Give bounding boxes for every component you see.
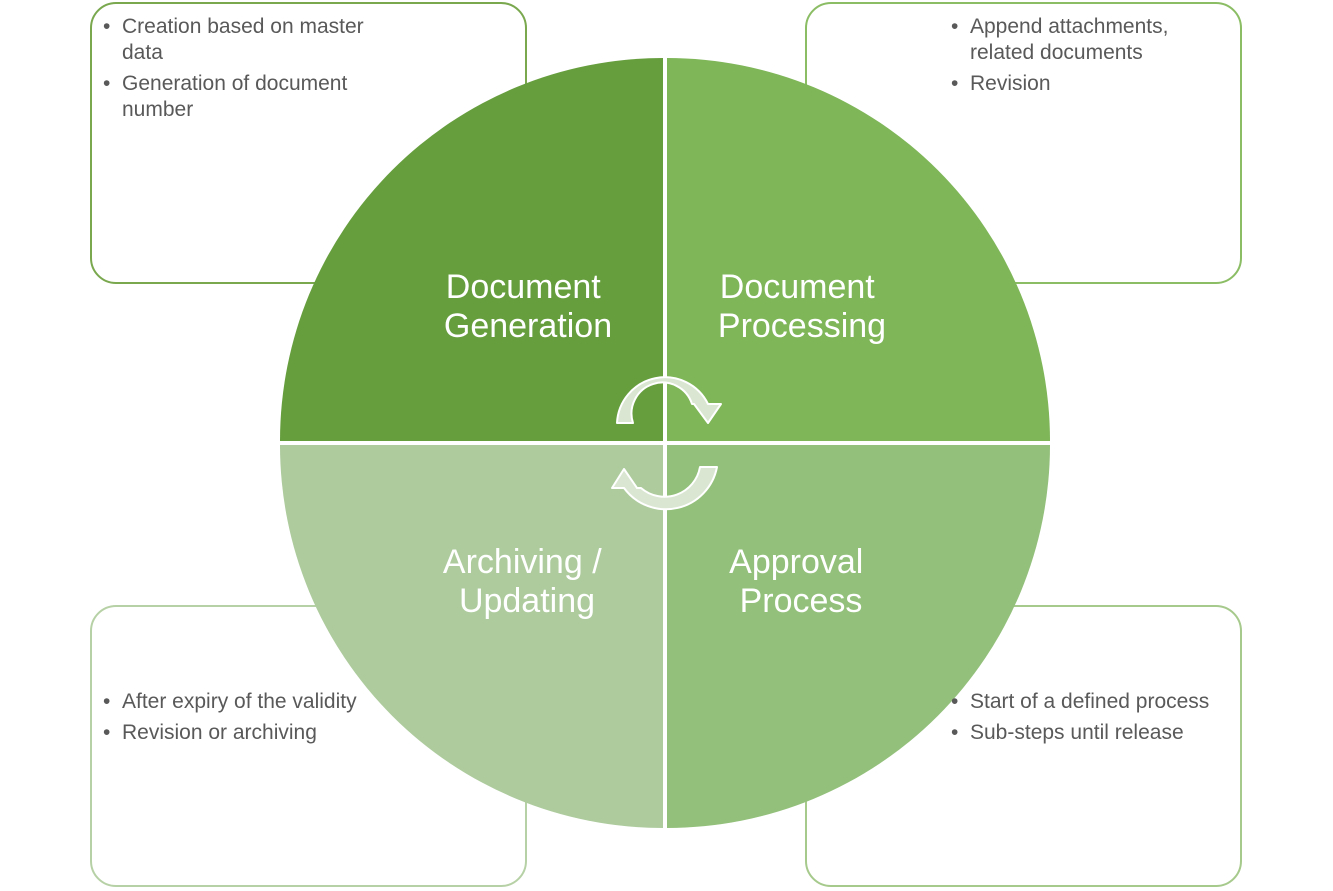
list-item: Generation of document number [103,71,403,123]
list-item: After expiry of the validity [103,689,403,715]
archiving-label-line2: Updating [459,582,595,620]
approval-label: Approval Process [729,543,873,620]
generation-label-line1: Document [446,268,602,306]
generation-label-line2: Generation [444,307,612,345]
archiving-label-line1: Archiving / [443,543,602,581]
processing-label-line1: Document [720,268,876,306]
processing-label-line2: Processing [718,307,886,345]
list-item: Sub-steps until release [951,720,1251,746]
archiving-bullet-list: After expiry of the validity Revision or… [103,689,403,751]
list-item: Append attachments, related documents [951,14,1231,66]
approval-label-line1: Approval [729,543,863,581]
generation-label: Document Generation [444,268,612,345]
list-item: Revision [951,71,1231,97]
quadrant-archiving-updating [280,445,663,828]
approval-bullet-list: Start of a defined process Sub-steps unt… [951,689,1251,751]
approval-label-line2: Process [740,582,863,620]
processing-bullet-list: Append attachments, related documents Re… [951,14,1231,102]
list-item: Creation based on master data [103,14,403,66]
generation-bullet-list: Creation based on master data Generation… [103,14,403,128]
processing-label: Document Processing [718,268,886,345]
quadrant-approval-process [667,445,1050,828]
quadrant-document-processing [667,58,1050,441]
list-item: Start of a defined process [951,689,1251,715]
cycle-arrow-top [616,376,722,424]
quadrant-document-generation [280,58,663,441]
list-item: Revision or archiving [103,720,403,746]
circular-arrows-icon [611,376,722,511]
archiving-label: Archiving / Updating [443,543,611,620]
cycle-arrow-bottom [611,466,718,511]
